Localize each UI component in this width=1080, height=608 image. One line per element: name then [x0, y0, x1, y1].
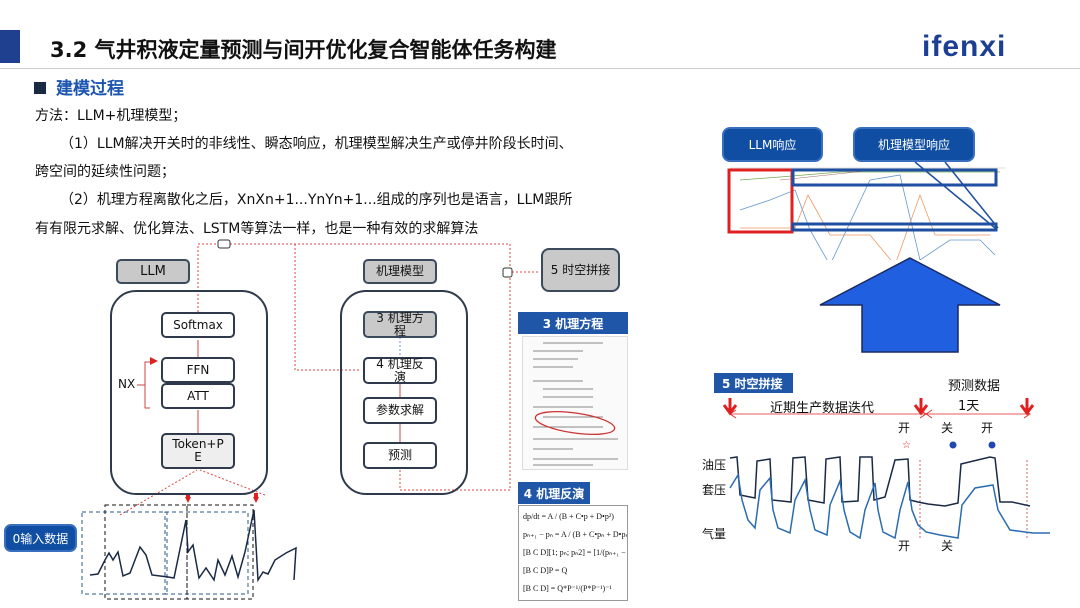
token-pe-block[interactable]: Token+P E: [161, 433, 235, 469]
inversion-formulas: dp/dt = A / (B + C•p + D•p²) pₙ₊₁ − pₙ =…: [518, 505, 628, 601]
mech-container: [340, 290, 468, 495]
top-mark-close: 关: [941, 421, 954, 435]
equation-document-image: [522, 336, 628, 470]
recent-data-label: 近期生产数据迭代: [770, 401, 875, 416]
page-title: 3.2 气井积液定量预测与间开优化复合智能体任务构建: [50, 38, 557, 62]
one-day-label: 1天: [958, 399, 980, 414]
response-chart: [727, 161, 1005, 260]
timeline-chart: ☆: [722, 398, 1050, 540]
softmax-block[interactable]: Softmax: [161, 312, 235, 338]
star-icon: ☆: [902, 440, 911, 451]
param-solve-block[interactable]: 参数求解: [363, 397, 437, 424]
section-title: 建模过程: [56, 79, 124, 99]
ffn-block[interactable]: FFN: [161, 357, 235, 383]
formula: [B C D][1; pₙ; pₙ2] = [1/(pₙ₊₁ − pₙ)]: [523, 548, 627, 557]
point-1-text: （1）LLM解决开关时的非线性、瞬态响应，机理模型解决生产或停井阶段长时间、: [60, 136, 573, 152]
formula: [B C D]P = Q: [523, 566, 568, 575]
series-label-casing-pressure: 套压: [702, 483, 727, 497]
square-bullet-icon: [34, 82, 46, 94]
header-divider: [0, 68, 1080, 69]
nx-label: NX: [118, 377, 136, 391]
top-mark-open: 开: [898, 421, 911, 435]
splice-block[interactable]: 5 时空拼接: [541, 248, 620, 292]
mech-response-label: 机理模型响应: [853, 127, 975, 162]
splice-panel-title: 5 时空拼接: [714, 373, 793, 393]
formula: dp/dt = A / (B + C•p + D•p²): [523, 512, 614, 521]
point-2-text: （2）机理方程离散化之后，XnXn+1...YnYn+1...组成的序列也是语言…: [60, 192, 573, 208]
llm-response-label: LLM响应: [722, 127, 823, 162]
top-mark-open: 开: [981, 421, 994, 435]
point-1-cont-text: 跨空间的延续性问题；: [35, 164, 175, 180]
input-data-button[interactable]: 0输入数据: [4, 524, 77, 552]
section-heading: 建模过程: [34, 74, 124, 99]
junction-node: [502, 267, 513, 278]
dot-marker: [949, 441, 957, 449]
junction-node: [217, 239, 231, 249]
att-block[interactable]: ATT: [161, 383, 235, 409]
method-text: 方法：LLM+机理模型；: [35, 108, 187, 124]
llm-label: LLM: [116, 259, 190, 284]
series-label-gas-rate: 气量: [702, 527, 727, 541]
predict-block[interactable]: 预测: [363, 442, 437, 469]
mech-model-label: 机理模型: [363, 259, 437, 284]
point-2-cont-text: 有有限元求解、优化算法、LSTM等算法一样，也是一种有效的求解算法: [35, 221, 479, 237]
formula: pₙ₊₁ − pₙ = A / (B + C•pₙ + D•pₙ²): [523, 530, 628, 539]
mech-equation-block[interactable]: 3 机理方程: [363, 311, 437, 338]
logo: ifenxi: [922, 30, 1007, 63]
series-label-oil-pressure: 油压: [702, 458, 727, 472]
llm-container: [110, 290, 268, 495]
up-arrow-icon: [819, 257, 1001, 353]
bottom-mark-close: 关: [941, 539, 954, 553]
formula: [B C D] = Q*P⁻¹/(P*P⁻¹)⁻¹: [523, 584, 612, 593]
header-accent-bar: [0, 30, 20, 63]
inversion-panel-title: 4 机理反演: [518, 482, 590, 504]
equation-panel-title: 3 机理方程: [518, 312, 628, 334]
mech-inversion-block[interactable]: 4 机理反演: [363, 357, 437, 384]
dot-marker: [988, 441, 996, 449]
input-data-chart: [81, 493, 297, 600]
forecast-label: 预测数据: [948, 379, 1001, 394]
bottom-mark-open: 开: [898, 539, 911, 553]
